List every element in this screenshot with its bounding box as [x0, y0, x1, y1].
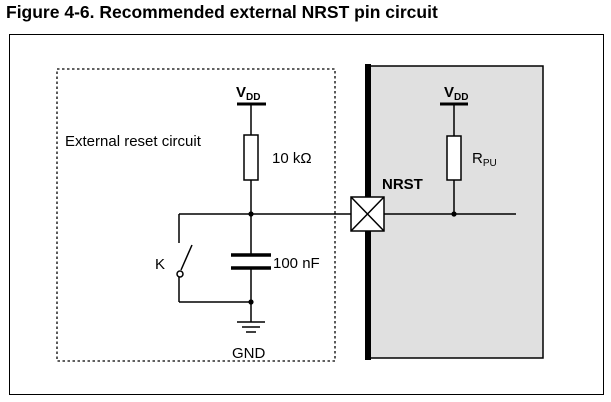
figure-frame	[9, 34, 604, 395]
switch-k-contact	[176, 270, 184, 278]
nrst-pin-label: NRST	[382, 176, 423, 193]
resistor-value-label: 10 kΩ	[272, 150, 312, 167]
nrst-pin-cross-2	[350, 196, 385, 232]
junction-dot-ground	[248, 299, 254, 305]
capacitor-value-label: 100 nF	[273, 255, 320, 272]
pullup-label: RPU	[472, 150, 497, 169]
junction-dot-internal	[451, 211, 457, 217]
switch-k-label: K	[155, 256, 165, 273]
external-circuit-label: External reset circuit	[65, 133, 202, 150]
external-circuit-box	[56, 68, 336, 362]
vdd-label-external: VDD	[236, 84, 260, 103]
vdd-label-internal: VDD	[444, 84, 468, 103]
figure-title: Figure 4-6. Recommended external NRST pi…	[6, 2, 438, 22]
gnd-label: GND	[232, 345, 266, 362]
resistor-10k	[243, 134, 259, 181]
pullup-resistor	[446, 135, 462, 181]
switch-k-blade	[180, 244, 193, 271]
